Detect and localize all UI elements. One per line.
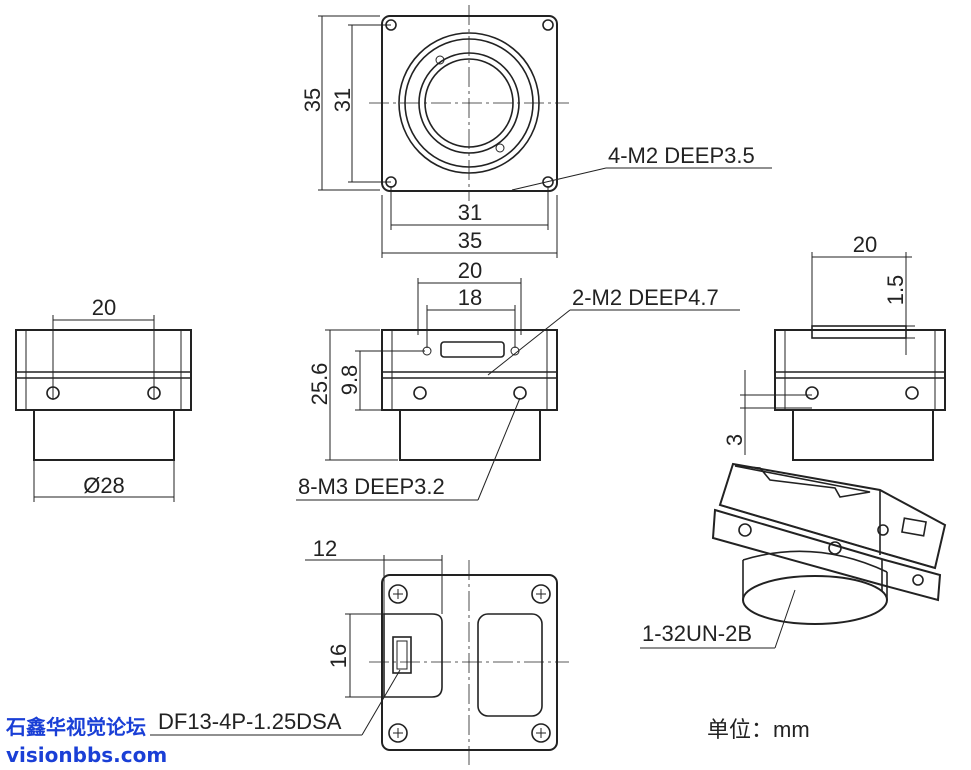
left-dimension-diameter-28: Ø28: [83, 473, 125, 498]
back-dimension-12: 12: [313, 536, 337, 561]
thread-label-8-m3: 8-M3 DEEP3.2: [298, 474, 445, 499]
front-dimension-35-horizontal: 35: [458, 228, 482, 253]
top-dimension-18: 18: [458, 285, 482, 310]
side-dimension-25-6: 25.6: [307, 363, 332, 406]
front-dimension-35-vertical: 35: [300, 88, 325, 112]
right-dimension-1-5: 1.5: [883, 275, 908, 306]
front-view: [369, 5, 569, 201]
isometric-view: [711, 462, 947, 625]
watermark-title: 石鑫华视觉论坛: [5, 715, 146, 739]
thread-label-2-m2: 2-M2 DEEP4.7: [572, 285, 719, 310]
thread-label-4-m2: 4-M2 DEEP3.5: [608, 143, 755, 168]
watermark-url: visionbbs.com: [6, 743, 167, 767]
back-dimension-16: 16: [326, 644, 351, 668]
right-side-view: [774, 325, 946, 461]
left-dimension-20: 20: [92, 295, 116, 320]
side-dimension-9-8: 9.8: [337, 365, 362, 396]
top-dimension-20: 20: [458, 258, 482, 283]
center-side-view: [381, 329, 558, 461]
left-side-view: [15, 329, 192, 461]
unit-label: 单位：mm: [707, 717, 810, 742]
right-dimension-3: 3: [722, 434, 747, 446]
front-dimension-31-vertical: 31: [330, 88, 355, 112]
back-view: [369, 560, 569, 765]
right-dimension-20: 20: [853, 232, 877, 257]
connector-label: DF13-4P-1.25DSA: [158, 709, 342, 734]
front-dimension-31-horizontal: 31: [458, 200, 482, 225]
mount-label: 1-32UN-2B: [642, 621, 752, 646]
